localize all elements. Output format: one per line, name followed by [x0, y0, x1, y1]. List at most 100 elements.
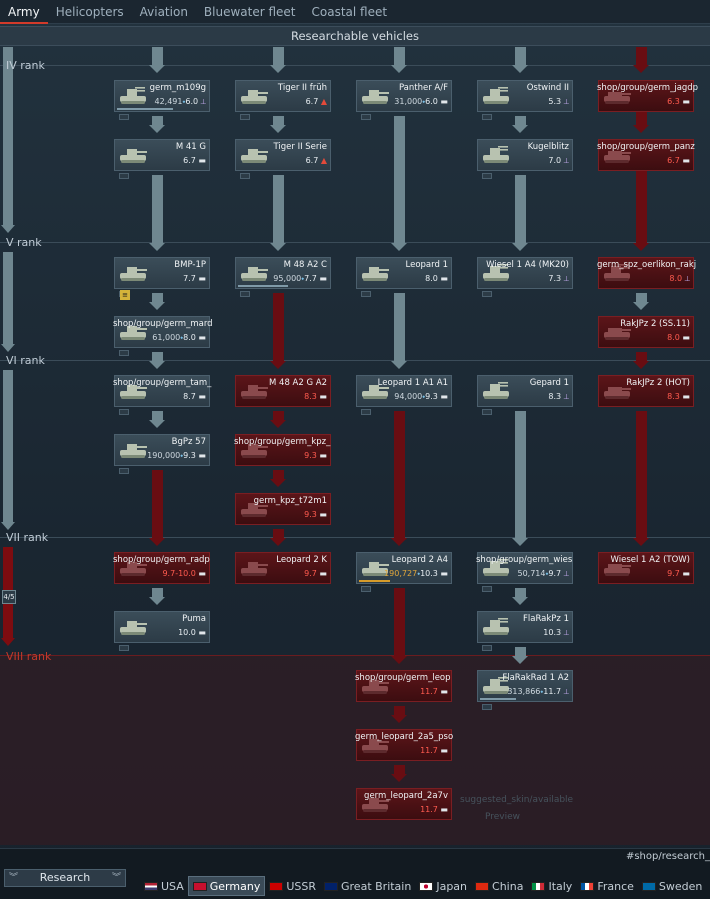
medium-class-icon: ▬: [316, 274, 327, 283]
vehicle-slot-badge: [119, 173, 129, 179]
research-cost: 313,866: [507, 687, 541, 696]
battle-rating: 11.7: [420, 746, 438, 755]
nation-tab-italy[interactable]: Italy: [527, 876, 576, 896]
vehicle-stats: 7.3 ⟂: [548, 274, 569, 284]
nation-tab-germany[interactable]: Germany: [187, 876, 266, 896]
vehicle-card[interactable]: Ostwind II 5.3 ⟂: [477, 80, 573, 112]
vehicle-card[interactable]: RakJPz 2 (SS.11)8.0 ▬: [598, 316, 694, 348]
tab-helicopters[interactable]: Helicopters: [55, 5, 124, 19]
vehicle-name: BgPz 57: [171, 437, 206, 447]
vehicle-name: Gepard 1: [529, 378, 569, 388]
tree-connector: [394, 765, 405, 775]
tree-connector: [636, 112, 647, 126]
spaa-class-icon: ⟂: [561, 97, 569, 106]
medium-class-icon: ▬: [437, 274, 448, 283]
vehicle-stats: 6.7 ▲: [306, 156, 327, 165]
vehicle-card[interactable]: shop/group/germ_kpz_9.3 ▬: [234, 434, 331, 466]
vehicle-name: M 41 G: [175, 142, 206, 152]
vehicle-stats: 11.7 ▬: [420, 746, 448, 755]
tab-aviation[interactable]: Aviation: [139, 5, 188, 19]
vehicle-slot-badge: [482, 586, 492, 592]
connector-arrow-icon: [391, 656, 407, 664]
vehicle-slot-badge: [240, 114, 250, 120]
tank-icon: [604, 387, 631, 399]
research-cost: 190,000: [147, 451, 181, 460]
url-text: #shop/research_: [625, 851, 710, 862]
research-point-icon: ⬩: [301, 274, 305, 283]
nation-label: Italy: [548, 879, 573, 893]
vehicle-name: Ostwind II: [526, 83, 569, 93]
nation-tab-france[interactable]: France: [576, 876, 638, 896]
nation-tab-japan[interactable]: Japan: [415, 876, 471, 896]
connector-arrow-icon: [270, 65, 286, 73]
nation-tab-usa[interactable]: USA: [140, 876, 188, 896]
vehicle-stats: 6.3 ▬: [667, 97, 690, 106]
tree-connector: [273, 47, 284, 66]
battle-rating: 6.0: [185, 97, 199, 106]
td-class-icon: ▬: [679, 97, 690, 106]
nation-tab-sweden[interactable]: Sweden: [638, 876, 706, 896]
vehicle-name: Tiger II früh: [277, 83, 327, 93]
vehicle-name: Leopard 2 K: [276, 555, 327, 565]
vehicle-stats: 10.3 ⟂: [543, 628, 569, 638]
vehicle-stats: 8.3 ▬: [667, 392, 690, 401]
tank-icon: [362, 385, 389, 399]
research-cost: 61,000: [152, 333, 181, 342]
vehicle-slot-badge: [119, 114, 129, 120]
research-button[interactable]: ︾ Research ︾: [4, 869, 126, 887]
spaa-class-icon: ⟂: [561, 628, 569, 637]
vehicle-stats: 8.0 ▬: [667, 333, 690, 342]
nation-tab-china[interactable]: China: [471, 876, 527, 896]
vehicle-card[interactable]: shop/group/germ_tam_8.7 ▬: [113, 375, 211, 407]
spaa-class-icon: ⟂: [561, 687, 569, 696]
vehicle-card[interactable]: RakJPz 2 (HOT)8.3 ▬: [598, 375, 694, 407]
tank-icon: [362, 739, 389, 753]
nation-tab-ussr[interactable]: USSR: [265, 876, 320, 896]
connector-arrow-icon: [149, 361, 165, 369]
vehicle-name: shop/group/germ_mard: [113, 319, 213, 329]
tab-army[interactable]: Army: [0, 0, 48, 24]
tab-bluewater-fleet[interactable]: Bluewater fleet: [203, 5, 296, 19]
light-class-icon: ▬: [195, 333, 206, 342]
vehicle-slot-badge: [482, 704, 492, 710]
tab-coastal-fleet[interactable]: Coastal fleet: [311, 5, 388, 19]
battle-rating: 5.3: [548, 97, 562, 106]
battle-rating: 11.7: [420, 687, 438, 696]
vehicle-stats: 9.3 ▬: [304, 510, 327, 519]
nation-tab-great-britain[interactable]: Great Britain: [320, 876, 415, 896]
vehicle-name: M 48 A2 G A2: [269, 378, 327, 388]
medium-class-icon: ▬: [437, 569, 448, 578]
vehicle-card[interactable]: Wiesel 1 A4 (MK20)7.3 ⟂: [477, 257, 573, 289]
rank-progress-arrow: [1, 344, 15, 352]
vehicle-stats: 6.7 ▬: [667, 156, 690, 165]
vehicle-card[interactable]: Wiesel 1 A2 (TOW)9.7 ▬: [598, 552, 694, 584]
